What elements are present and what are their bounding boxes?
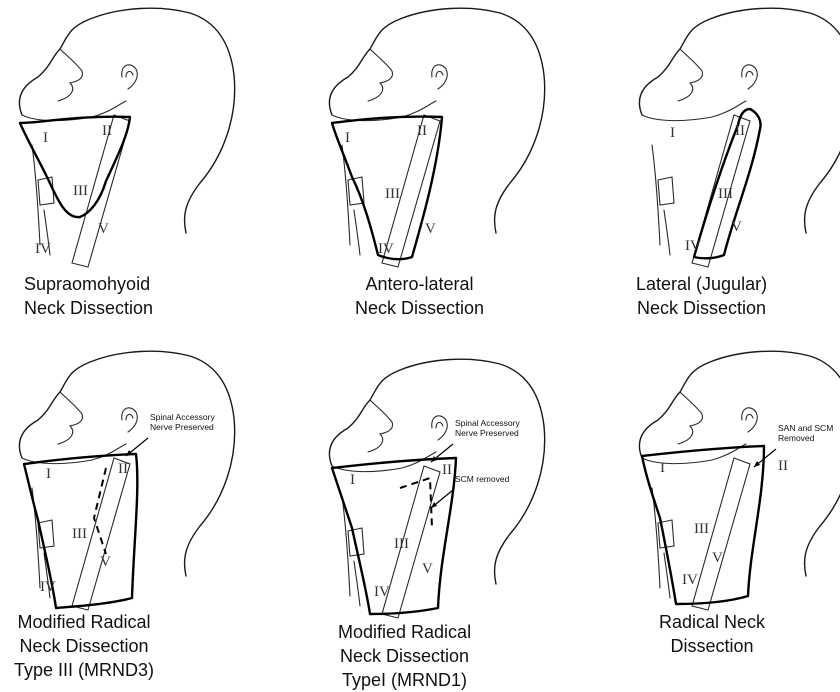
level-label-iii: III <box>72 526 87 542</box>
level-label-v: V <box>422 561 433 577</box>
level-label-ii: II <box>778 458 788 474</box>
caption-line: Neck Dissection <box>636 296 767 320</box>
ear-inner <box>436 422 443 428</box>
level-label-iv: IV <box>685 238 701 254</box>
ear-inner <box>746 414 753 420</box>
ear-outline <box>742 65 758 89</box>
face-contour <box>678 392 703 444</box>
larynx-outline <box>38 177 54 205</box>
face-contour <box>58 49 83 101</box>
annotation-line: Nerve Preserved <box>455 428 519 438</box>
level-label-iii: III <box>394 536 409 552</box>
level-label-i: I <box>46 466 51 482</box>
annotation-line: SCM removed <box>455 474 510 484</box>
caption-line: Neck Dissection <box>14 634 154 658</box>
trachea-line <box>354 561 360 606</box>
ear-outline <box>742 408 758 432</box>
face-contour <box>58 392 83 444</box>
level-label-ii: II <box>102 123 112 139</box>
annotation-note: SCM removed <box>431 474 510 508</box>
caption-line: Radical Neck <box>659 610 765 634</box>
caption-line: Supraomohyoid <box>24 272 153 296</box>
level-label-ii: II <box>118 461 128 477</box>
ear-outline <box>122 65 138 89</box>
level-label-v: V <box>731 219 742 235</box>
level-label-ii: II <box>442 462 452 478</box>
level-label-v: V <box>100 554 111 570</box>
level-label-iii: III <box>718 186 733 202</box>
ear-inner <box>746 71 753 77</box>
level-label-ii: II <box>735 123 745 139</box>
dissection-region-outline <box>20 117 130 217</box>
level-label-iii: III <box>385 186 400 202</box>
annotation-line: Spinal Accessory <box>455 418 520 428</box>
ear-outline <box>122 408 138 432</box>
level-label-iii: III <box>694 521 709 537</box>
level-label-v: V <box>425 221 436 237</box>
caption-line: Neck Dissection <box>355 296 484 320</box>
level-label-i: I <box>43 130 48 146</box>
level-label-iv: IV <box>35 241 51 257</box>
ear-outline <box>432 65 448 89</box>
level-label-iv: IV <box>40 579 56 595</box>
caption-radical: Radical NeckDissection <box>659 610 765 658</box>
jaw-line <box>22 444 126 464</box>
annotation-line: Spinal Accessory <box>150 412 215 422</box>
level-label-ii: II <box>417 123 427 139</box>
caption-line: Neck Dissection <box>24 296 153 320</box>
level-label-i: I <box>350 472 355 488</box>
trachea-line <box>354 210 360 255</box>
face-contour <box>368 400 393 452</box>
level-label-i: I <box>670 125 675 141</box>
ear-outline <box>432 416 448 440</box>
ear-inner <box>126 71 133 77</box>
annotation-line: Nerve Preserved <box>150 422 214 432</box>
annotation-line: SAN and SCM <box>778 423 833 433</box>
level-label-i: I <box>660 460 665 476</box>
caption-line: Lateral (Jugular) <box>636 272 767 296</box>
caption-line: Neck Dissection <box>338 644 471 668</box>
caption-line: TypeI (MRND1) <box>338 668 471 692</box>
caption-line: Dissection <box>659 634 765 658</box>
arrowhead-icon <box>431 502 437 508</box>
ear-inner <box>436 71 443 77</box>
trachea-line <box>664 210 670 255</box>
jaw-line <box>642 101 746 121</box>
dissection-region-outline <box>694 109 761 258</box>
arrowhead-icon <box>754 461 760 467</box>
annotation-line: Removed <box>778 433 815 443</box>
caption-line: Antero-lateral <box>355 272 484 296</box>
larynx-outline <box>658 177 674 205</box>
level-label-i: I <box>345 130 350 146</box>
caption-line: Type III (MRND3) <box>14 658 154 682</box>
caption-line: Modified Radical <box>14 610 154 634</box>
panel-radical-drawing: IIIIIIIVVSAN and SCMRemoved <box>630 348 840 618</box>
level-label-v: V <box>712 550 723 566</box>
caption-lateral-jugular: Lateral (Jugular)Neck Dissection <box>636 272 767 320</box>
face-contour <box>678 49 703 101</box>
level-label-iv: IV <box>682 572 698 588</box>
face-contour <box>368 49 393 101</box>
level-label-iii: III <box>73 183 88 199</box>
level-label-iv: IV <box>378 241 394 257</box>
spinal-accessory-nerve-path <box>94 468 106 554</box>
level-label-v: V <box>98 221 109 237</box>
level-label-iv: IV <box>374 584 390 600</box>
caption-line: Modified Radical <box>338 620 471 644</box>
annotation-note: Spinal AccessoryNerve Preserved <box>431 418 520 462</box>
ear-inner <box>126 414 133 420</box>
spinal-accessory-nerve-path <box>400 478 432 528</box>
